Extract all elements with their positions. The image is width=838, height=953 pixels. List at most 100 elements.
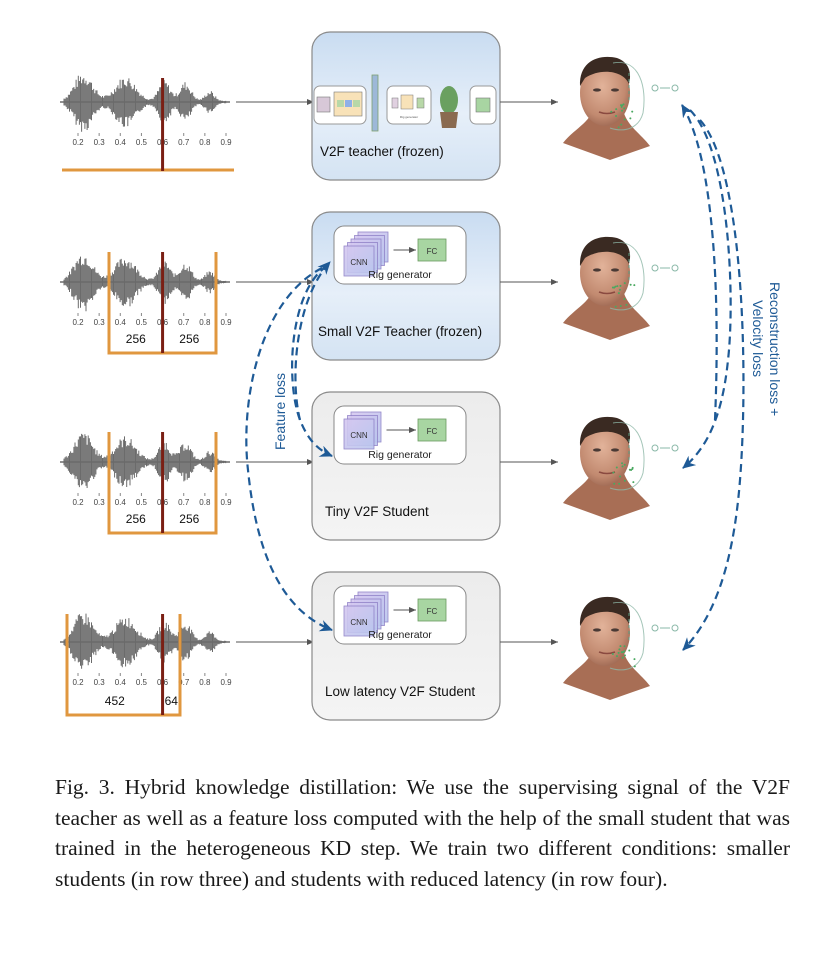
cnn-layer (343, 245, 375, 277)
window-size-label-past: 256 (126, 332, 146, 346)
neck-shape (563, 288, 650, 340)
rig-control-point (621, 109, 624, 112)
fc-layer (417, 418, 447, 442)
rig-control-point (616, 285, 619, 288)
head-shape (580, 240, 630, 306)
fc-label: FC (427, 427, 438, 436)
axis-tick-label: 0.2 (72, 138, 84, 147)
rig-control-circle (651, 84, 659, 92)
rig-control-point (613, 286, 616, 289)
axis-tick-label: 0.2 (72, 318, 84, 327)
window-size-label-future: 64 (165, 694, 179, 708)
feature-loss-arrow-to-tiny-student (291, 265, 333, 458)
rig-control-point (621, 465, 624, 468)
rig-control-circle (671, 84, 679, 92)
axis-tick-label: 0.8 (199, 318, 211, 327)
axis-tick-label: 0.3 (94, 138, 106, 147)
model-label: Small V2F Teacher (frozen) (318, 324, 482, 339)
rig-control-point (620, 105, 623, 108)
rig-control-point (623, 645, 626, 648)
axis-tick-label: 0.9 (220, 138, 232, 147)
rig-control-point (619, 475, 622, 478)
rig-control-point (621, 462, 624, 465)
head-shape (580, 420, 630, 486)
mouth (598, 291, 616, 295)
rig-control-point (620, 123, 623, 126)
axis-tick-label: 0.3 (94, 678, 106, 687)
window-size-label-future: 256 (179, 512, 199, 526)
feature-cube-icon (316, 96, 331, 113)
cnn-label: CNN (350, 258, 368, 267)
cnn-label: CNN (350, 618, 368, 627)
rig-control-point (633, 284, 636, 287)
rig-control-circle (651, 264, 659, 272)
rig-control-point (623, 107, 626, 110)
audio-waveform (63, 256, 227, 312)
caption-text: Fig. 3. Hybrid knowledge distillation: W… (55, 775, 790, 891)
rig-control-point (613, 482, 616, 485)
hair-shape (579, 416, 631, 446)
cnn-label: CNN (350, 431, 368, 440)
feature-loss-arrow-to-low-latency-student (245, 267, 333, 632)
eye (611, 88, 619, 92)
rig-control-point (631, 110, 634, 113)
token (353, 100, 360, 107)
reconstruction-loss-arrow-to-tiny-student (682, 109, 732, 469)
feature-loss-arrow-to-small-teacher (294, 261, 331, 421)
rig-control-point (630, 468, 633, 471)
mini-face-neck (440, 112, 458, 128)
rig-overlay-outline (609, 242, 645, 311)
rig-control-point (623, 282, 626, 285)
token (345, 100, 352, 107)
eye (593, 448, 601, 452)
rendered-face-head (563, 236, 679, 340)
rig-control-point (617, 651, 620, 654)
reconstruction-loss-arrow-to-low-latency-student (682, 119, 745, 651)
embedding-bar (371, 74, 379, 132)
loss-layer: Feature loss Reconstruction loss + Veloc… (245, 104, 783, 651)
window-size-label-past: 256 (126, 512, 146, 526)
token (337, 100, 344, 107)
axis-tick-label: 0.5 (136, 498, 148, 507)
rig-generator-label: Rig generator (368, 629, 432, 641)
rig-overlay-outline (609, 62, 645, 131)
head-shape (580, 60, 630, 126)
axis-tick-label: 0.5 (136, 678, 148, 687)
rig-control-point (625, 303, 628, 306)
rig-control-point (623, 654, 626, 657)
fc-label: FC (427, 607, 438, 616)
rig-control-circle (651, 444, 659, 452)
neck-shape (563, 468, 650, 520)
rig-control-point (629, 283, 632, 286)
model-label: Tiny V2F Student (325, 504, 429, 519)
rig-control-point (618, 648, 621, 651)
rig-control-point (629, 117, 632, 120)
neck-shape (563, 648, 650, 700)
mini-cnn-icon (391, 97, 399, 109)
rig-control-point (612, 471, 615, 474)
audio-waveform (63, 433, 227, 488)
rig-control-point (619, 305, 622, 308)
fc-label: FC (427, 247, 438, 256)
rig-control-point (614, 305, 617, 308)
eye (593, 88, 601, 92)
rig-control-circle (671, 624, 679, 632)
mini-face-icon (440, 86, 458, 114)
head-shape (580, 600, 630, 666)
cnn-layer (343, 418, 375, 450)
axis-tick-label: 0.4 (115, 318, 127, 327)
axis-tick-label: 0.9 (220, 678, 232, 687)
rendered-face-head (563, 416, 679, 520)
hair-shape (579, 596, 631, 626)
axis-tick-label: 0.4 (115, 498, 127, 507)
reconstruction-loss-label-line1: Reconstruction loss + (767, 282, 783, 416)
rig-control-point (619, 284, 622, 287)
mouth (598, 111, 616, 115)
rig-overlay-outline (609, 602, 645, 671)
eye (611, 448, 619, 452)
rig-generator-label: Rig generator (368, 269, 432, 281)
